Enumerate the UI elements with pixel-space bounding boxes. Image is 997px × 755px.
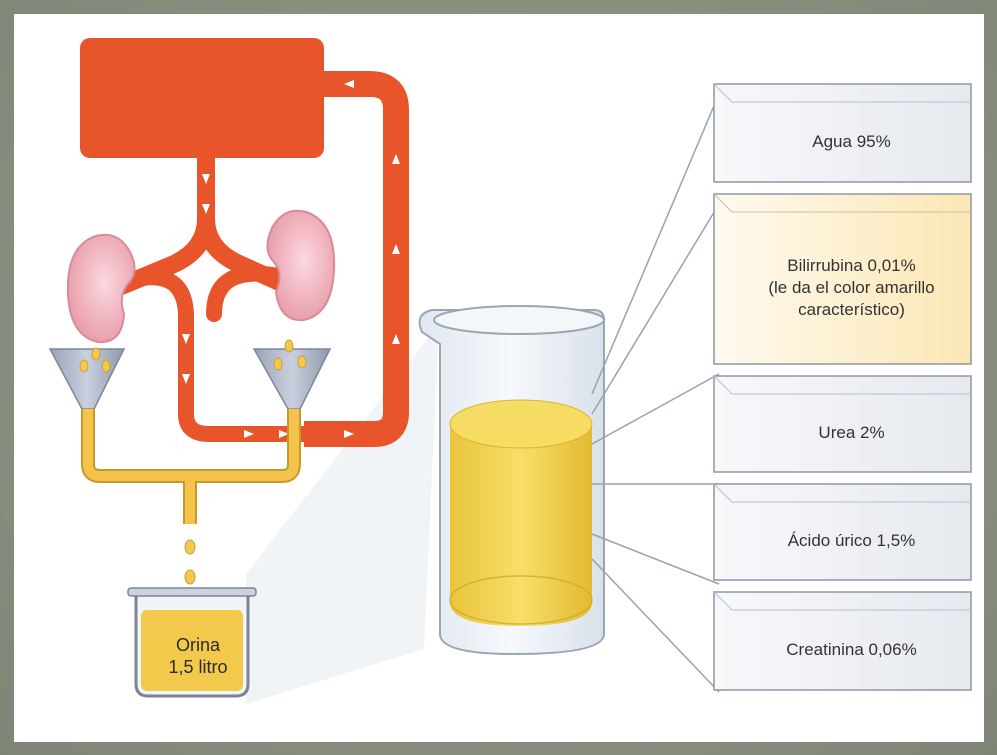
renal-artery <box>105 145 293 298</box>
right-kidney <box>266 209 336 322</box>
right-funnel <box>252 348 332 410</box>
component-label-creatinina: Creatinina 0,06% <box>786 640 917 659</box>
falling-drops <box>184 539 196 585</box>
small-beaker-rim <box>127 587 257 597</box>
beaker-label: Orina 1,5 litro <box>168 635 228 677</box>
flow-arrows <box>182 80 400 438</box>
renal-vein <box>116 265 317 442</box>
component-label-acido-urico: Ácido úrico 1,5% <box>787 531 916 550</box>
connector-lines <box>591 93 720 693</box>
urine-drops <box>79 339 307 373</box>
ureter-tubes-inner <box>83 409 299 524</box>
left-kidney <box>66 233 136 344</box>
left-funnel <box>48 348 126 410</box>
return-vessel <box>304 71 409 447</box>
body-box <box>80 38 324 158</box>
urinary-system-diagram <box>48 38 972 704</box>
large-beaker <box>418 305 605 656</box>
component-label-agua: Agua 95% <box>812 132 891 151</box>
component-label-urea: Urea 2% <box>818 423 885 442</box>
component-label-bilirrubina: Bilirrubina 0,01% (le da el color amaril… <box>768 256 935 319</box>
diagram-panel: Orina 1,5 litro Agua 95% Bilirrubina 0,0… <box>14 14 984 742</box>
small-beaker-urine <box>141 610 243 691</box>
component-boxes <box>713 83 972 691</box>
